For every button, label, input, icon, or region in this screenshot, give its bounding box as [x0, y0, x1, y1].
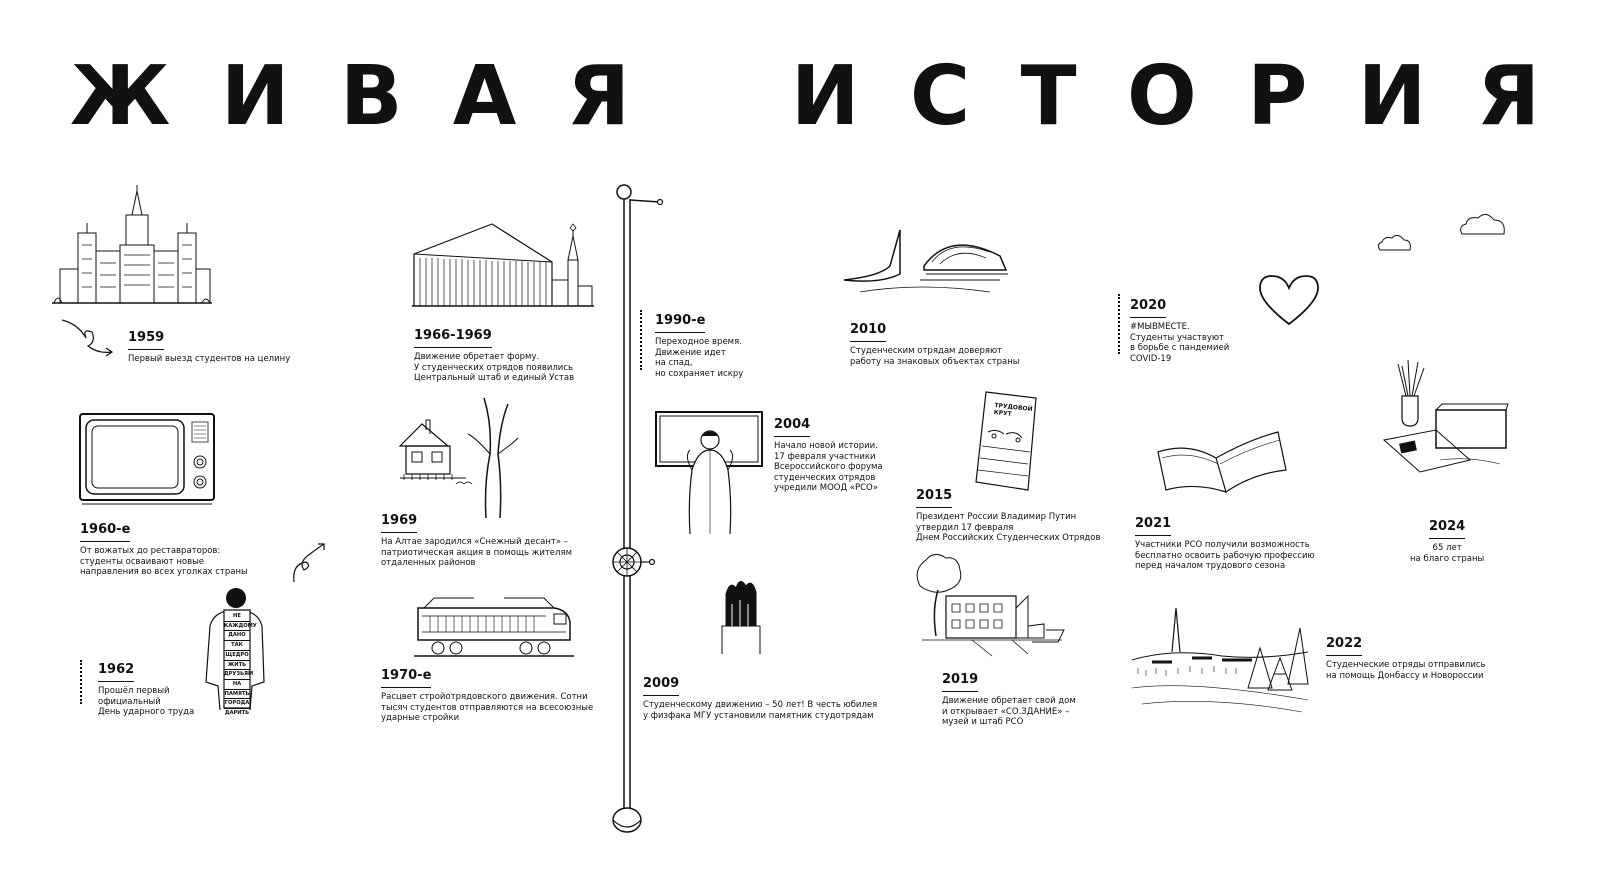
- timeline-tick: [640, 310, 647, 370]
- event-year: 2004: [774, 417, 811, 437]
- sign-word: ЖИТЬ: [224, 661, 250, 671]
- event-2021: 2021 Участники РСО получили возможность …: [1135, 512, 1315, 572]
- title-letter: И: [220, 49, 290, 144]
- event-description: Прошёл первый официальный День ударного …: [98, 686, 195, 717]
- event-year: 2021: [1135, 516, 1172, 536]
- timeline-pole: [610, 180, 670, 840]
- event-1962: 1962 Прошёл первый официальный День удар…: [98, 658, 194, 718]
- event-2020: 2020 #МЫВМЕСТЕ. Студенты участвуют в бор…: [1130, 294, 1229, 364]
- person-at-blackboard-illustration: [654, 410, 766, 538]
- title-letter: И: [790, 49, 860, 144]
- msu-building-illustration: [52, 185, 212, 307]
- event-description: #МЫВМЕСТЕ. Студенты участвуют в борьбе с…: [1130, 322, 1230, 364]
- title-letter: В: [339, 49, 403, 144]
- sign-word: ТАК: [224, 641, 250, 651]
- title-letter: Т: [1020, 49, 1077, 144]
- title-letter: А: [452, 49, 517, 144]
- stadium-illustration: [840, 226, 1008, 298]
- event-1959: 1959 Первый выезд студентов на целину: [128, 326, 290, 365]
- calendar-illustration: [972, 386, 1046, 496]
- event-year: 1959: [128, 330, 165, 350]
- event-1966-1969: 1966-1969 Движение обретает форму. У сту…: [414, 324, 574, 384]
- event-year: 1969: [381, 513, 418, 533]
- event-description: Движение обретает свой дом и открывает «…: [942, 696, 1076, 727]
- cloud-icon: [1376, 234, 1414, 254]
- event-description: Студенческим отрядам доверяют работу на …: [850, 346, 1020, 367]
- event-year: 2020: [1130, 298, 1167, 318]
- event-2022: 2022 Студенческие отряды отправились на …: [1326, 632, 1486, 681]
- event-description: Студенческие отряды отправились на помощ…: [1326, 660, 1486, 681]
- arrow-doodle-icon: [60, 318, 116, 360]
- event-description: От вожатых до реставраторов: студенты ос…: [80, 546, 248, 577]
- event-2015: 2015 Президент России Владимир Путин утв…: [916, 484, 1100, 544]
- event-2010: 2010 Студенческим отрядам доверяют работ…: [850, 318, 1019, 367]
- event-description: Переходное время. Движение идет на спад,…: [655, 337, 744, 379]
- sign-word: КАЖДОМУ: [224, 622, 257, 632]
- sign-word: НЕ: [224, 612, 250, 622]
- event-description: Начало новой истории. 17 февраля участни…: [774, 441, 883, 493]
- event-year: 1966-1969: [414, 328, 492, 348]
- event-description: 65 лет на благо страны: [1410, 543, 1485, 564]
- sign-text: НЕ КАЖДОМУ ДАНО ТАК ЩЕДРО ЖИТЬ ДРУЗЬЯМ Н…: [224, 612, 257, 718]
- event-year: 2009: [643, 676, 680, 696]
- event-description: Движение обретает форму. У студенческих …: [414, 352, 575, 383]
- cloud-icon: [1458, 212, 1510, 238]
- event-year: 2010: [850, 322, 887, 342]
- title-letter: О: [1127, 49, 1197, 144]
- event-2004: 2004 Начало новой истории. 17 февраля уч…: [774, 413, 883, 494]
- sign-word: НА: [224, 680, 250, 690]
- title-letter: С: [909, 49, 971, 144]
- event-1990s: 1990-е Переходное время. Движение идет н…: [655, 309, 743, 379]
- event-description: Участники РСО получили возможность беспл…: [1135, 540, 1315, 571]
- event-year: 2019: [942, 672, 979, 692]
- title-letter: Ж: [70, 49, 171, 144]
- event-description: Президент России Владимир Путин утвердил…: [916, 512, 1101, 543]
- event-year: 1962: [98, 662, 135, 682]
- student-with-sign-illustration: [200, 588, 270, 714]
- title-letter: Я: [1476, 49, 1540, 144]
- student-monument-illustration: [716, 574, 766, 656]
- page-title: Ж И В А Я И С Т О Р И Я: [70, 52, 1540, 142]
- sign-word: ДРУЗЬЯМ: [224, 670, 253, 680]
- event-2019: 2019 Движение обретает свой дом и открыв…: [942, 668, 1076, 728]
- sign-word: ПАМЯТЬ: [224, 690, 250, 700]
- sign-word: ДАРИТЬ: [224, 710, 250, 717]
- timeline-tick: [1118, 294, 1125, 354]
- event-1960s: 1960-е От вожатых до реставраторов: студ…: [80, 518, 248, 578]
- event-year: 1990-е: [655, 313, 706, 333]
- kremlin-palace-illustration: [412, 222, 594, 308]
- vase-and-box-illustration: [1380, 360, 1512, 476]
- sign-word: ДАНО: [224, 631, 250, 642]
- event-description: Расцвет стройотрядовского движения. Сотн…: [381, 692, 594, 723]
- event-description: Первый выезд студентов на целину: [128, 354, 291, 364]
- arrow-doodle-icon: [290, 540, 330, 584]
- sign-word: ГОРОДА: [224, 699, 250, 710]
- event-2024: 2024 65 лет на благо страны: [1410, 515, 1484, 564]
- event-description: Студенческому движению – 50 лет! В честь…: [643, 700, 878, 721]
- title-letter: Я: [566, 49, 630, 144]
- title-letter: Р: [1247, 49, 1308, 144]
- locomotive-illustration: [414, 592, 574, 662]
- wooden-house-illustration: [396, 394, 520, 520]
- event-year: 2024: [1429, 519, 1466, 539]
- retro-tv-illustration: [78, 412, 218, 504]
- event-2009: 2009 Студенческому движению – 50 лет! В …: [643, 672, 877, 721]
- open-book-illustration: [1154, 428, 1290, 496]
- event-year: 1970-е: [381, 668, 432, 688]
- event-1970s: 1970-е Расцвет стройотрядовского движени…: [381, 664, 593, 724]
- event-year: 1960-е: [80, 522, 131, 542]
- heart-icon: [1256, 272, 1322, 328]
- event-year: 2022: [1326, 636, 1363, 656]
- sign-word: ЩЕДРО: [224, 651, 250, 661]
- event-description: На Алтае зародился «Снежный десант» – па…: [381, 537, 572, 568]
- title-letter: И: [1357, 49, 1427, 144]
- museum-building-illustration: [912, 550, 1068, 660]
- event-1969: 1969 На Алтае зародился «Снежный десант»…: [381, 509, 572, 569]
- timeline-tick: [80, 660, 87, 704]
- landscape-memorial-illustration: [1132, 604, 1308, 716]
- event-year: 2015: [916, 488, 953, 508]
